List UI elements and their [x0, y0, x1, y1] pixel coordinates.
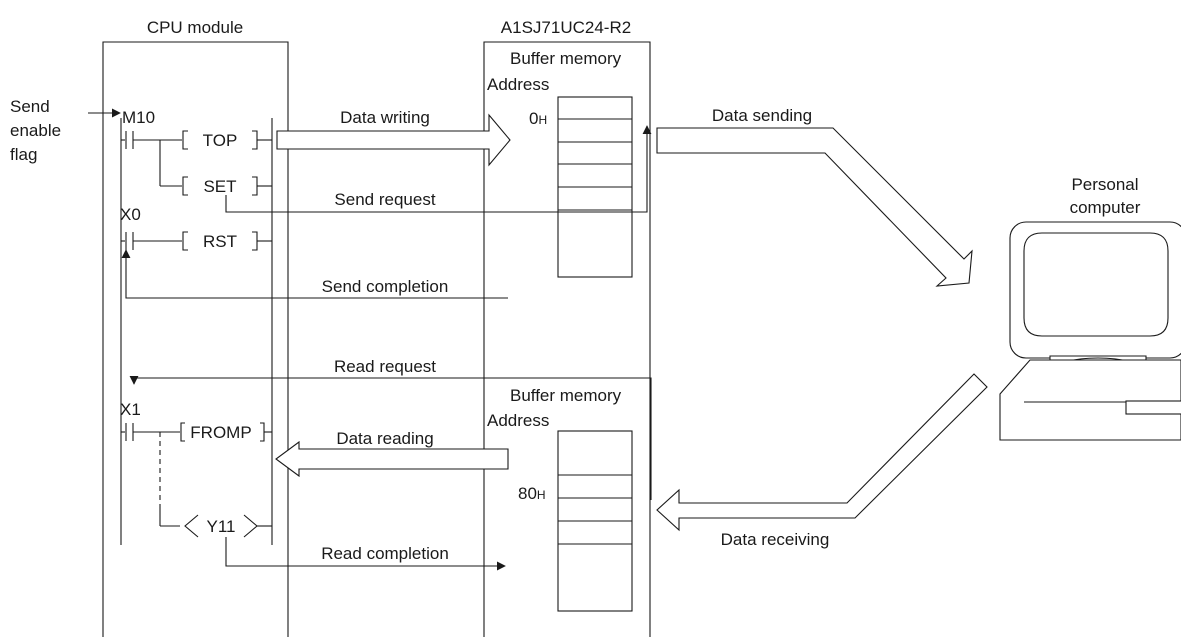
send-request-arrow	[225, 125, 652, 213]
svg-text:TOP: TOP	[203, 131, 238, 150]
read-completion-label: Read completion	[321, 544, 449, 563]
disk-drive-slot	[1125, 400, 1181, 415]
data-reading-arrow	[275, 440, 509, 478]
data-receiving-label: Data receiving	[721, 530, 830, 549]
data-writing-arrow	[276, 113, 511, 167]
send-completion-label: Send completion	[322, 277, 449, 296]
comm-module-title: A1SJ71UC24-R2	[501, 18, 631, 37]
svg-text:SET: SET	[203, 177, 236, 196]
svg-text:Y11: Y11	[207, 517, 236, 536]
buffer-address-recv: Address	[487, 411, 549, 430]
pc-title-line1: Personal	[1071, 175, 1138, 194]
data-reading-label: Data reading	[336, 429, 433, 448]
read-request-label: Read request	[334, 357, 436, 376]
buffer-addr-80h: 80H	[518, 484, 546, 503]
buffer-addr-0h: 0H	[529, 109, 547, 128]
coil-y11: Y11	[184, 514, 272, 538]
buffer-address-send: Address	[487, 75, 549, 94]
data-receiving-arrow	[656, 373, 988, 532]
buffer-memory-send	[557, 96, 633, 278]
read-request-arrow	[129, 375, 652, 500]
monitor-screen	[1023, 232, 1169, 337]
instruction-rst: RST	[182, 231, 272, 251]
contact-m10-label: M10	[122, 108, 155, 127]
contact-x1-label: X1	[120, 400, 141, 419]
data-sending-arrow	[656, 127, 973, 287]
rung-m10: M10 TOP SET	[121, 108, 272, 196]
svg-text:FROMP: FROMP	[190, 423, 251, 442]
instruction-fromp: FROMP	[180, 422, 272, 442]
send-enable-flag-label-1: Send	[10, 97, 50, 116]
send-request-label: Send request	[334, 190, 435, 209]
buffer-title-send: Buffer memory	[510, 49, 622, 68]
data-sending-label: Data sending	[712, 106, 812, 125]
instruction-top: TOP	[182, 130, 272, 150]
instruction-set: SET	[182, 176, 272, 196]
personal-computer	[999, 221, 1181, 441]
comm-module-frame	[483, 41, 651, 637]
svg-text:RST: RST	[203, 232, 237, 251]
pc-base	[999, 359, 1181, 441]
contact-x0-label: X0	[120, 205, 141, 224]
buffer-memory-recv	[557, 430, 633, 612]
cpu-module-title: CPU module	[147, 18, 243, 37]
send-enable-flag-label-2: enable	[10, 121, 61, 140]
rung-x1: X1 FROMP Y11	[120, 400, 272, 538]
rung-x0: X0 RST	[120, 205, 272, 251]
pc-title-line2: computer	[1070, 198, 1141, 217]
data-writing-label: Data writing	[340, 108, 430, 127]
read-completion-arrow	[225, 537, 506, 571]
cpu-module-frame	[102, 41, 289, 637]
buffer-title-recv: Buffer memory	[510, 386, 622, 405]
send-completion-arrow	[121, 249, 508, 299]
send-enable-flag-label-3: flag	[10, 145, 37, 164]
